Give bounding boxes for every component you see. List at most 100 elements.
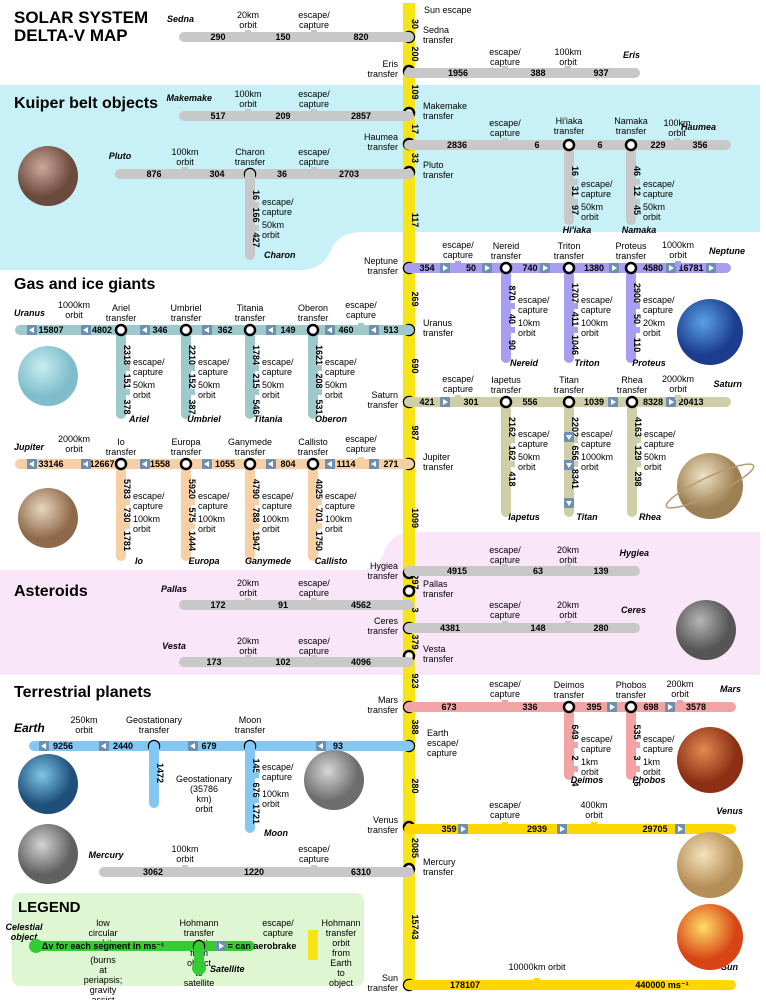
legend-title: LEGEND [18,899,81,916]
label: escape/capture [325,491,357,511]
orbit-tick [510,327,515,333]
delta-v-value: 4802 [92,325,112,335]
transfer-node [624,700,638,714]
delta-v-value: 923 [410,673,420,688]
label: escape/capture [298,636,330,656]
delta-v-value: 395 [586,702,601,712]
delta-v-value: 4 [570,781,580,786]
delta-v-value: 387 [187,399,197,414]
delta-v-value: 4562 [351,600,371,610]
trunk-node [402,584,416,598]
delta-v-value: 90 [507,340,517,350]
aerobrake-icon [216,941,226,951]
label: Venus [716,806,743,816]
orbit-tick [311,167,317,172]
delta-v-value: 301 [463,397,478,407]
map-title: SOLAR SYSTEM [14,8,148,27]
orbit-tick [677,700,683,705]
delta-v-value: 1046 [570,335,580,355]
delta-v-value: 45 [632,205,642,215]
section-title: Asteroids [14,583,88,600]
orbit-tick [636,437,641,443]
delta-v-value: 178107 [450,980,480,990]
delta-v-value: 362 [217,325,232,335]
delta-v-value: 1947 [251,531,261,551]
section-title: Kuiper belt objects [14,95,158,112]
delta-v-value: 280 [410,778,420,793]
label: escape/capture [262,491,294,511]
transfer-node [562,395,576,409]
delta-v-value: 50 [466,263,476,273]
delta-v-value: 8328 [643,397,663,407]
delta-v-value: 421 [419,397,434,407]
delta-v-value: 575 [187,507,197,522]
label: escape/capture [262,197,294,217]
orbit-tick [125,389,130,395]
map-title: DELTA-V MAP [14,26,128,45]
aerobrake-icon [81,459,91,469]
delta-v-value: 31 [570,186,580,196]
transfer-node [243,323,257,337]
delta-v-value: 2939 [527,824,547,834]
delta-v-value: 208 [314,373,324,388]
delta-v-value: 36 [277,169,287,179]
orbit-tick [311,865,317,870]
delta-v-value: 354 [419,263,434,273]
venus-image [677,832,743,898]
delta-v-value: 820 [353,32,368,42]
delta-v-value: 656 [570,445,580,460]
saturn-image [677,453,743,519]
transfer-node [562,261,576,275]
aerobrake-icon [540,263,550,273]
orbit-tick [317,389,322,395]
delta-v-value: 1558 [150,459,170,469]
delta-v-value: 556 [522,397,537,407]
orbit-tick [675,395,681,400]
delta-v-value: 2703 [339,169,359,179]
orbit-tick [245,598,251,603]
label: Sun [721,962,739,972]
delta-v-value: 517 [210,111,225,121]
delta-v-value: 91 [278,600,288,610]
orbit-tick [502,564,508,569]
label: escape/capture [133,491,165,511]
delta-v-value: 152 [187,373,197,388]
delta-v-value: 46 [632,166,642,176]
aerobrake-icon [39,741,49,751]
delta-v-value: 2085 [410,838,420,858]
sun-escape-marker [403,3,415,15]
label: Pallas [161,584,187,594]
aerobrake-icon [557,824,567,834]
orbit-tick [125,523,130,529]
delta-v-value: 30 [410,19,420,29]
delta-v-value: 4790 [251,479,261,499]
aerobrake-icon [482,263,492,273]
label: Callisto [315,556,348,566]
delta-v-value: 388 [530,68,545,78]
label: escape/capture [643,179,675,199]
delta-v-value: 379 [410,634,420,649]
delta-v-value: 209 [275,111,290,121]
label: Earth [14,721,45,735]
orbit-tick [591,822,597,827]
